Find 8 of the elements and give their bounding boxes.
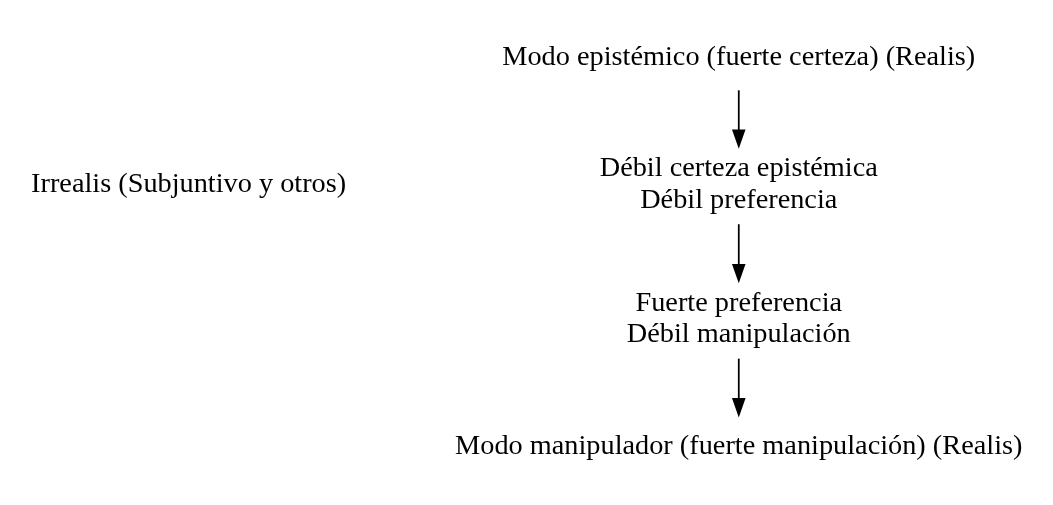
label: Irrealis (Subjuntivo y otros) (31, 167, 347, 198)
arrow (731, 89, 746, 149)
node-text: Fuerte preferencia Débil manipulación (626, 285, 851, 349)
node-text: Modo epistémico (fuerte certeza) (Realis) (502, 39, 976, 71)
arrow (731, 223, 746, 284)
node-text: Modo manipulador (fuerte manipulación) (Realis) (455, 428, 1023, 460)
arrow (731, 357, 746, 418)
node-text: Débil certeza epistémica Débil preferencia (599, 151, 878, 214)
